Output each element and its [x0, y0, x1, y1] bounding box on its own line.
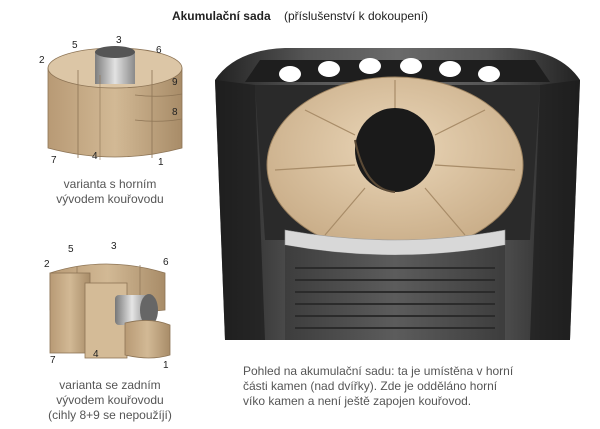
stove-note-line2: části kamen (nad dvířky). Zde je oddělán…: [243, 379, 498, 393]
top-label-3: 3: [116, 35, 122, 46]
bottom-label-6: 6: [163, 257, 169, 268]
bottom-caption-line2: vývodem kouřovodu: [56, 393, 164, 407]
top-label-6: 6: [156, 45, 162, 56]
bottom-label-3: 3: [111, 241, 117, 252]
stove-with-stones-image: [215, 48, 580, 340]
stove-note-line3: víko kamen a není ještě zapojen kouřovod…: [243, 394, 472, 408]
top-label-5: 5: [72, 40, 78, 51]
bottom-label-5: 5: [68, 244, 74, 255]
bottom-label-7: 7: [50, 355, 56, 366]
bottom-variant-caption: varianta se zadním vývodem kouřovodu (ci…: [30, 378, 190, 423]
brick-set-rear-flue-image: [49, 263, 171, 359]
bottom-caption-line3: (cihly 8+9 se nepoužíjí): [48, 408, 172, 422]
top-label-1: 1: [158, 157, 164, 168]
top-caption-line2: vývodem kouřovodu: [56, 192, 164, 206]
stove-note-line1: Pohled na akumulační sadu: ta je umístěn…: [243, 364, 514, 378]
bottom-label-1: 1: [163, 360, 169, 371]
top-label-7: 7: [51, 155, 57, 166]
top-label-9: 9: [172, 77, 178, 88]
title-sub: (příslušenství k dokoupení): [283, 9, 429, 23]
top-caption-line1: varianta s horním: [63, 177, 157, 191]
bottom-label-4: 4: [93, 349, 99, 360]
top-variant-caption: varianta s horním vývodem kouřovodu: [40, 177, 180, 207]
brick-set-top-flue-image: [47, 46, 183, 160]
bottom-caption-line1: varianta se zadním: [59, 378, 161, 392]
bottom-label-2: 2: [44, 259, 50, 270]
top-label-4: 4: [92, 151, 98, 162]
title-main: Akumulační sada: [171, 9, 271, 23]
stove-description: Pohled na akumulační sadu: ta je umístěn…: [243, 364, 543, 409]
top-label-2: 2: [39, 55, 45, 66]
page-title: Akumulační sada (příslušenství k dokoupe…: [0, 9, 600, 23]
top-label-8: 8: [172, 107, 178, 118]
